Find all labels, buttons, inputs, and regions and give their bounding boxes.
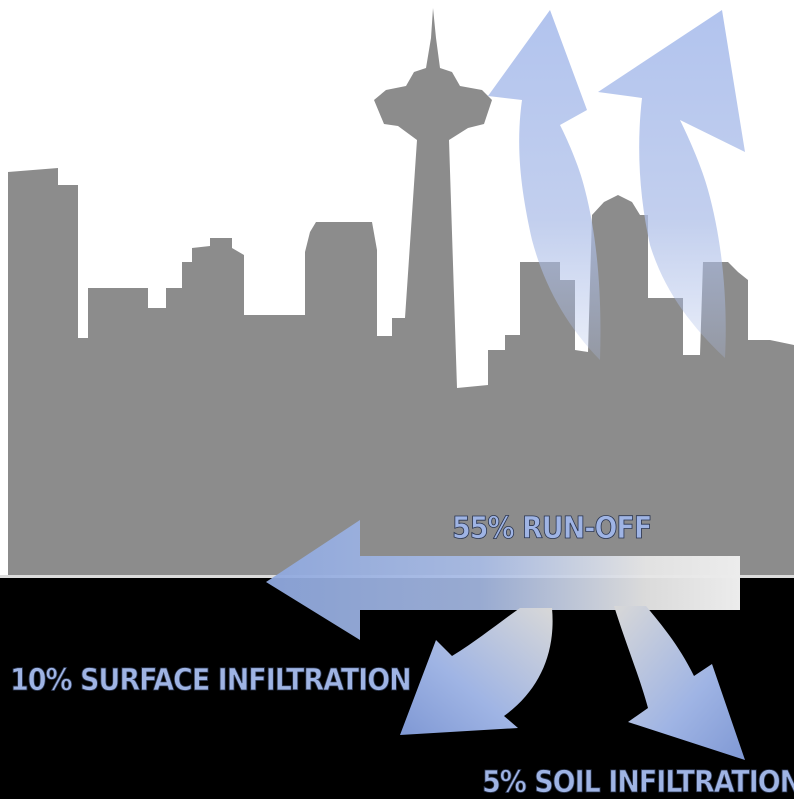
surface-infiltration-arrow xyxy=(400,608,553,735)
city-skyline xyxy=(8,8,794,575)
evaporation-arrow-left xyxy=(488,10,601,360)
surface-infiltration-label: 10% SURFACE INFILTRATION xyxy=(10,663,411,698)
soil-infiltration-arrow xyxy=(614,606,745,760)
evaporation-arrow-right xyxy=(598,10,745,358)
soil-infiltration-label: 5% SOIL INFILTRATION xyxy=(482,765,794,799)
runoff-label: 55% RUN-OFF xyxy=(452,511,651,546)
